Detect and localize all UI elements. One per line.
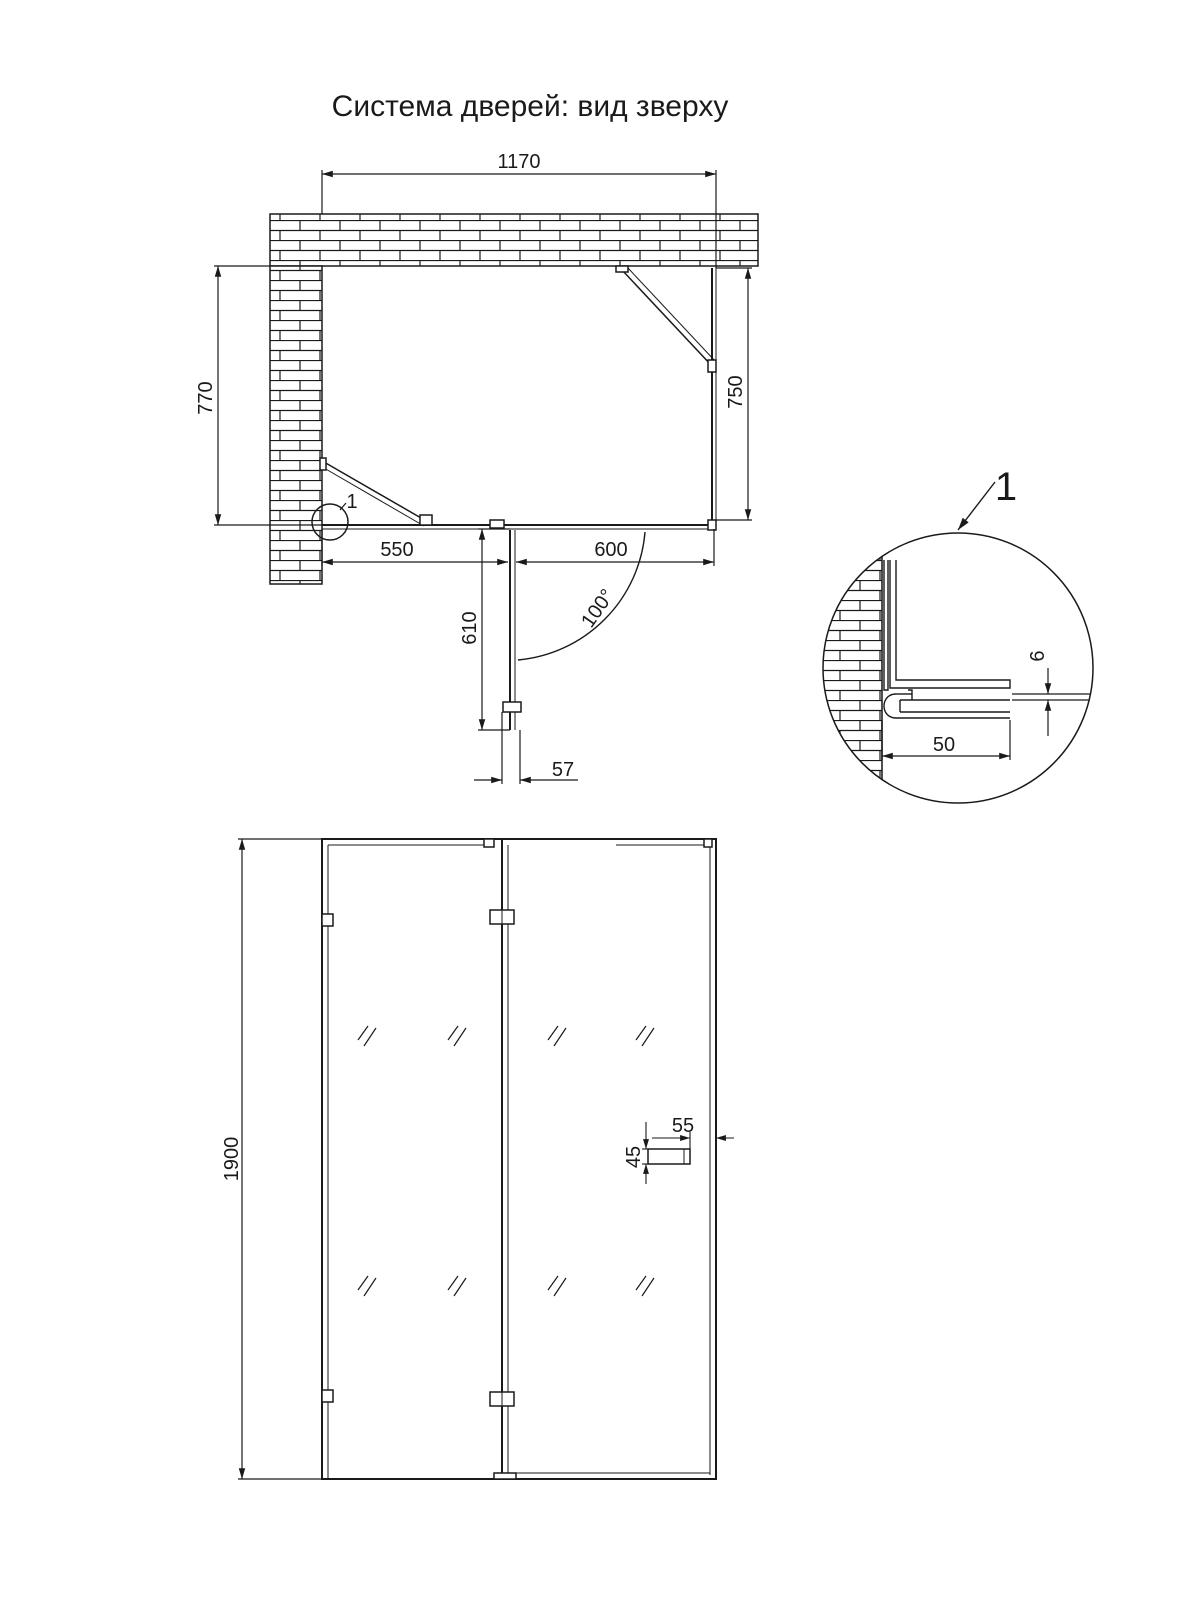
dim-57 [474,712,578,784]
detail-circle [822,532,1094,804]
hinge-bottom-left [321,1389,334,1403]
dim-label-1170: 1170 [497,151,540,173]
dim-610 [478,528,510,731]
dim-750 [716,267,752,521]
left-brace [323,461,429,523]
dim-1900 [238,838,322,1480]
glass-hatch-marks [357,1025,655,1297]
dim-label-6: 6 [1027,650,1049,661]
callout-marker: 1 [346,491,357,513]
dim-label-600: 600 [594,539,627,561]
dim-1170 [321,170,717,268]
dim-label-610: 610 [459,611,481,644]
dim-550-600 [321,529,715,566]
door-glass-panel [501,838,717,1480]
hinge-top-left [321,913,334,927]
front-view [238,838,734,1480]
dim-label-50: 50 [933,734,955,756]
dim-label-550: 550 [380,539,413,561]
drawing-title: Система дверей: вид зверху [331,90,729,123]
detail-view [822,481,1094,804]
fixed-glass-panel [321,838,503,1480]
dim-label-770: 770 [195,381,217,414]
dim-label-750: 750 [725,375,747,408]
dim-label-55: 55 [672,1115,694,1137]
dim-label-angle: 100° [577,585,619,632]
dim-label-45: 45 [623,1146,645,1168]
detail-callout-circle [311,503,349,541]
swing-arc [517,531,646,661]
detail-leader [957,481,996,531]
dim-770 [214,265,322,526]
top-view [214,170,759,784]
detail-marker: 1 [995,465,1017,509]
top-brace [621,269,713,367]
top-wall [269,213,759,267]
door-handle [647,1148,691,1165]
dim-label-57: 57 [552,759,574,781]
left-wall [269,265,323,585]
dim-55-45 [642,1122,734,1184]
dim-label-1900: 1900 [221,1137,243,1182]
